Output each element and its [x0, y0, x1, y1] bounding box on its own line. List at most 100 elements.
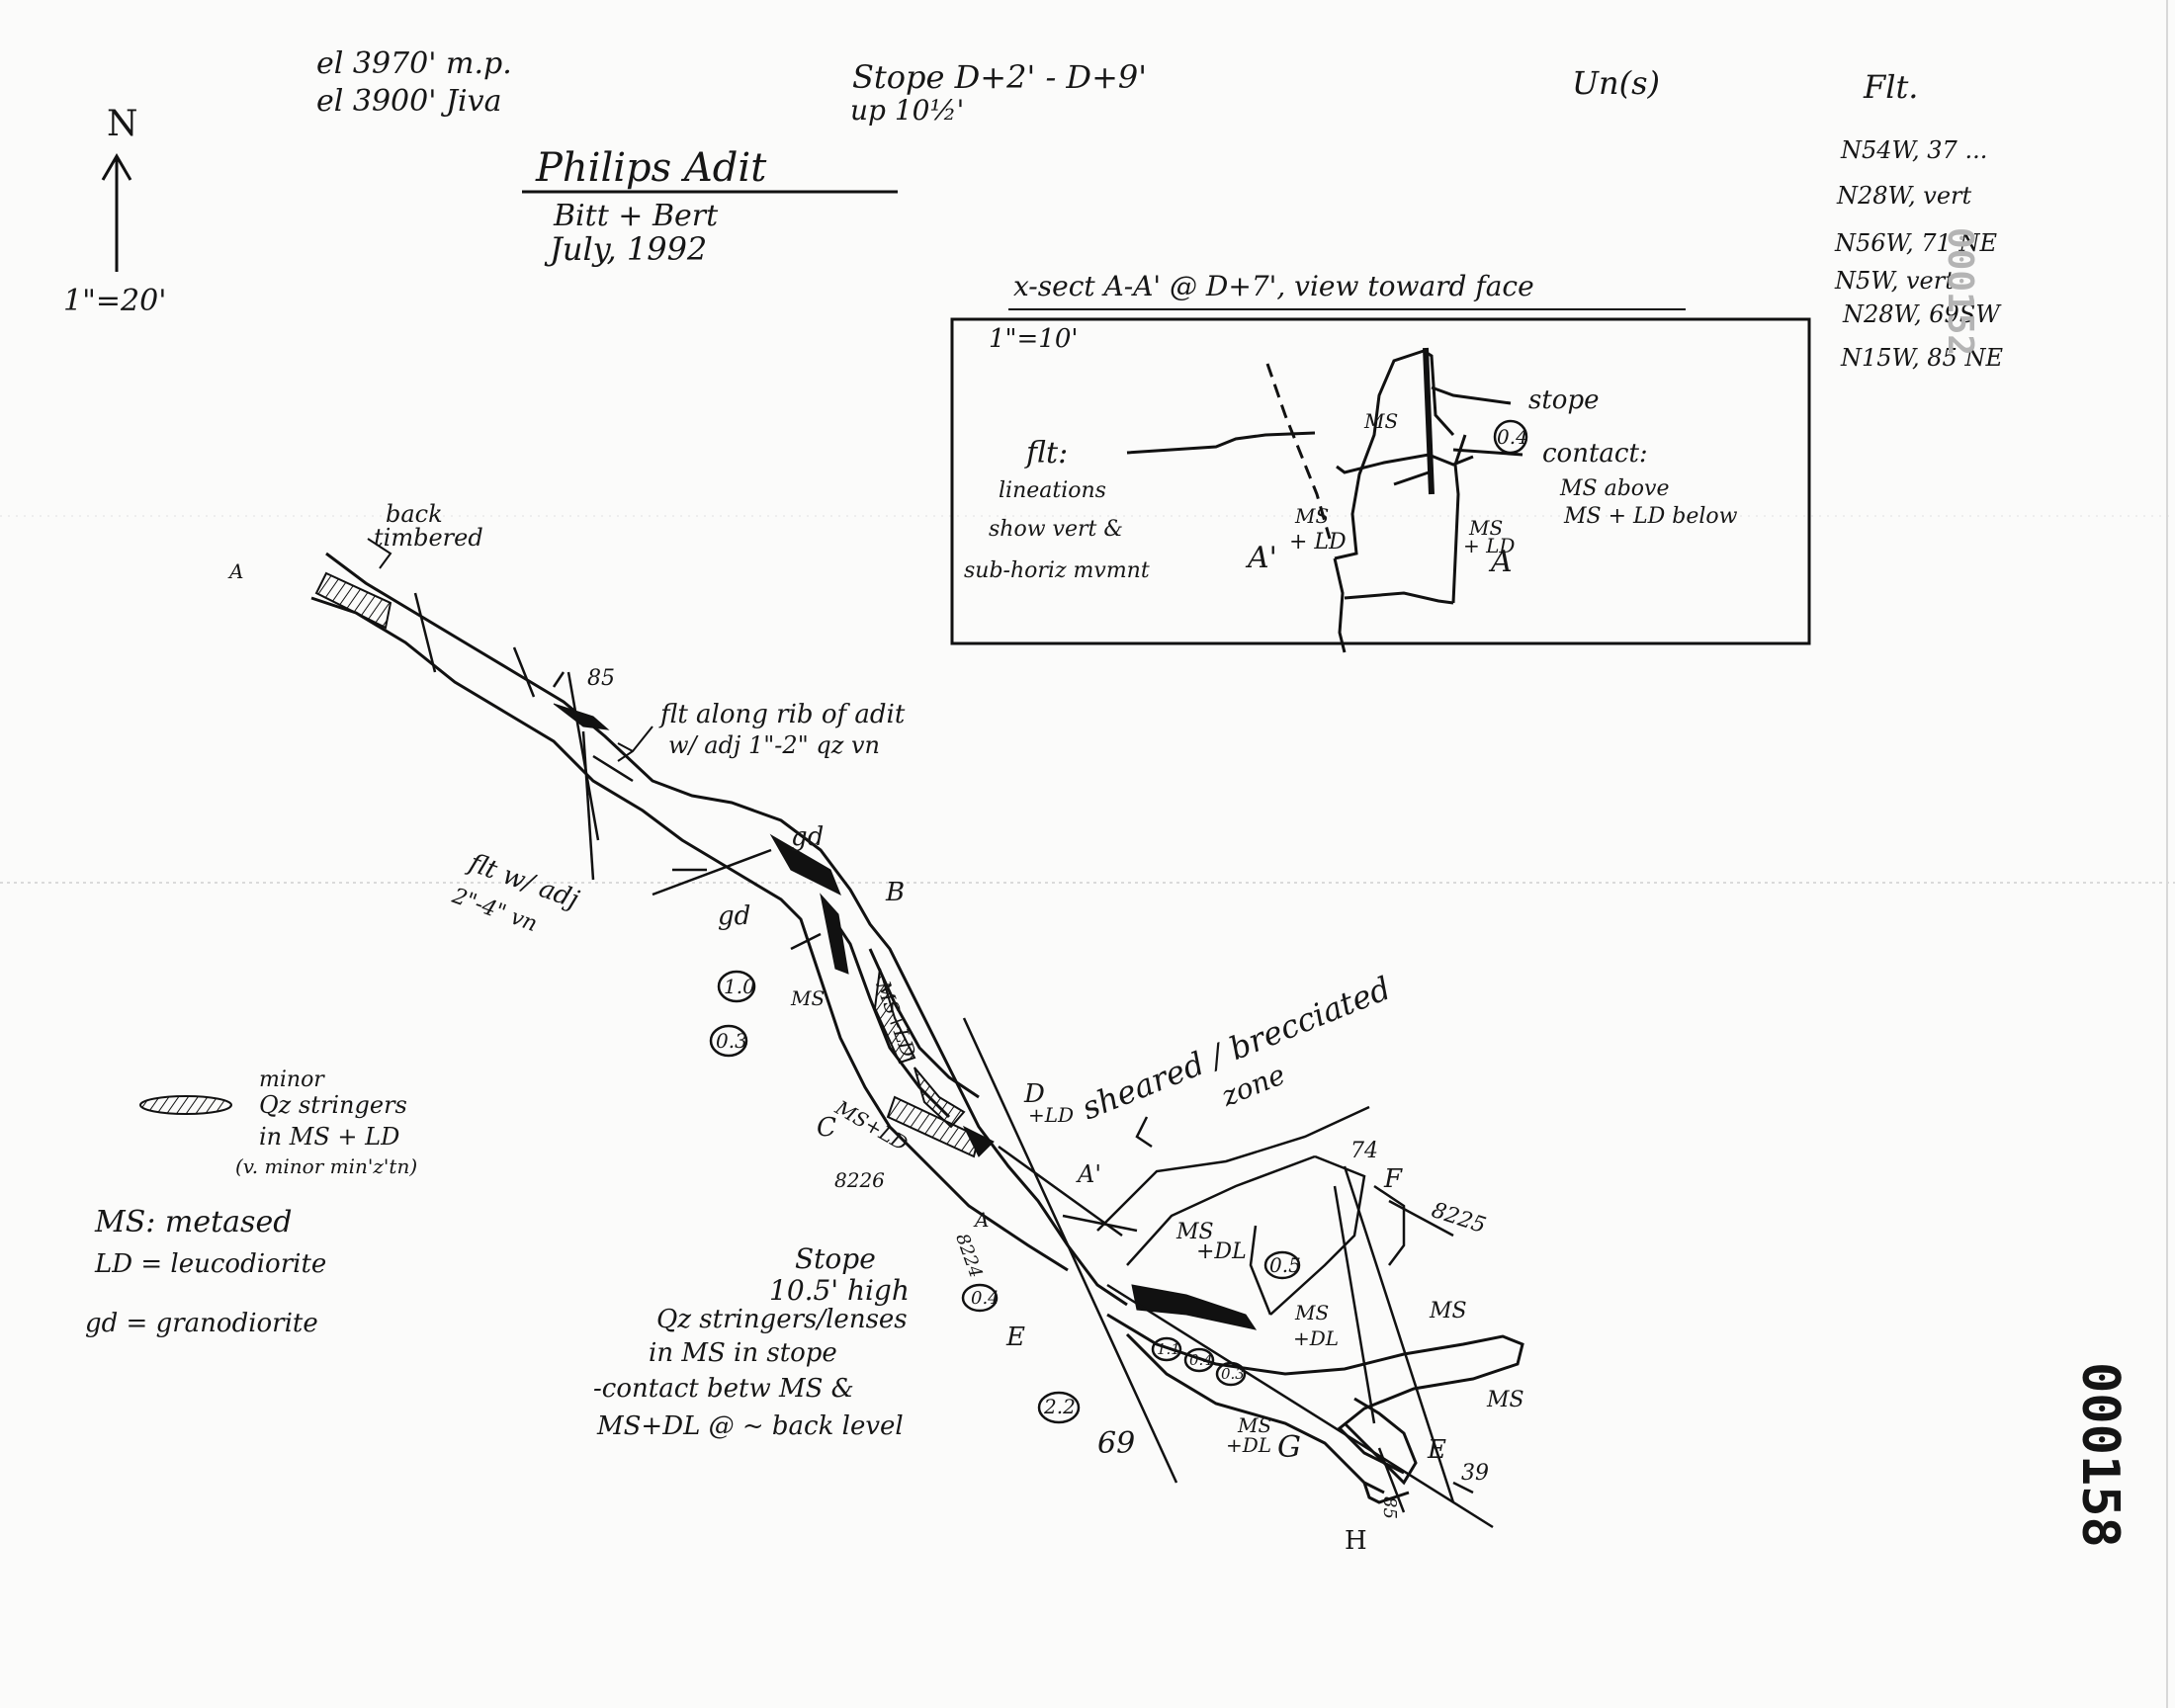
cross-section-title: x-sect A-A' @ D+7', view toward face	[1013, 270, 1534, 302]
legend-ms: MS: metased	[95, 1205, 293, 1239]
map-title: Philips Adit	[536, 145, 767, 191]
dip-label: 69	[1097, 1426, 1136, 1461]
fault-attitude: N15W, 85 NE	[1841, 344, 2003, 372]
north-arrow-icon	[101, 153, 132, 272]
structure-lines	[413, 592, 1494, 1529]
cross-section-scale: 1"=10'	[989, 324, 1079, 354]
legend-ld: LD = leucodiorite	[95, 1249, 327, 1279]
sample-value: 0.4	[971, 1288, 1000, 1309]
leader-lines	[367, 538, 653, 762]
legend-qz-text: Qz stringers	[259, 1091, 407, 1119]
cross-section-ms-ld-right: + LD	[1463, 534, 1516, 557]
ms-dl-label: +DL	[1196, 1239, 1247, 1264]
ms-label: MS	[1487, 1388, 1524, 1412]
vein-fills	[553, 703, 1258, 1330]
lineations-line: show vert &	[989, 517, 1123, 542]
cross-section-ms-ld-left: + LD	[1289, 530, 1347, 555]
cross-section-ms-ld-left: MS	[1295, 504, 1330, 528]
stope-height-label: Stope	[795, 1242, 876, 1275]
legend-qz-text: in MS + LD	[259, 1123, 400, 1151]
station-e-prime: E	[1428, 1435, 1446, 1465]
sample-value: 0.5	[1269, 1253, 1301, 1277]
station-b: B	[886, 878, 906, 907]
fault-attitude: N56W, 71 NE	[1835, 229, 1997, 257]
sample-value: 0.3	[1221, 1365, 1245, 1383]
map-authors: Bitt + Bert	[554, 199, 719, 233]
elevation-1: el 3970' m.p.	[316, 46, 512, 81]
dip-label: 39	[1461, 1461, 1489, 1486]
sample-value: 1.0	[724, 975, 755, 998]
bates-stamp-top: 000152	[1940, 227, 1980, 357]
cross-section-sample-circle	[1493, 419, 1528, 455]
north-label: N	[107, 104, 138, 144]
station-f: F	[1384, 1164, 1403, 1194]
gd-label: gd	[718, 901, 751, 931]
sheared-zone-outline	[1096, 1105, 1406, 1316]
cross-section-a-prime: A'	[1248, 541, 1277, 575]
sample-value: 0.4	[1189, 1351, 1213, 1369]
section-a-prime: A'	[1078, 1160, 1101, 1188]
section-end-a: A	[229, 559, 244, 583]
flt-rib-note: w/ adj 1"-2" qz vn	[668, 731, 881, 759]
cross-section-stope: stope	[1528, 385, 1600, 415]
map-date: July, 1992	[550, 230, 708, 268]
legend-gd: gd = granodiorite	[85, 1309, 318, 1338]
map-scale: 1"=20'	[63, 284, 167, 318]
cross-section-box	[950, 317, 1811, 645]
stope-note: in MS in stope	[649, 1338, 837, 1368]
dip-label: 85	[1379, 1496, 1400, 1519]
bates-stamp-side: 000158	[2070, 1362, 2130, 1548]
flt-label: Flt.	[1864, 68, 1919, 106]
sample-value: 1.1	[1157, 1340, 1180, 1358]
stope-note: Qz stringers/lenses	[656, 1305, 908, 1334]
stope-height-label: 10.5' high	[769, 1274, 910, 1307]
cross-section-drawing	[1126, 347, 1523, 653]
ms-dl-label: MS	[1295, 1301, 1330, 1324]
legend-qz-text: (v. minor min'z'tn)	[235, 1154, 418, 1178]
back-timbered-label: back	[386, 500, 443, 528]
d-ld-label: +LD	[1028, 1103, 1075, 1127]
station-c: C	[817, 1113, 836, 1143]
stope-note: MS+DL @ ~ back level	[597, 1411, 904, 1441]
ms-dl-label: +DL	[1226, 1433, 1272, 1457]
station-d: D	[1024, 1079, 1045, 1109]
stope-title: Stope D+2' - D+9'	[852, 58, 1148, 96]
stope-subtitle: up 10½'	[850, 94, 965, 127]
un-label: Un(s)	[1572, 64, 1660, 102]
contact-desc: MS above	[1560, 476, 1670, 501]
cross-section-contact: contact:	[1542, 439, 1648, 469]
contact-desc: MS + LD below	[1564, 504, 1738, 529]
cross-section-a: A	[1491, 545, 1513, 579]
legend-qz-text: minor	[259, 1068, 324, 1092]
section-a-mid: A	[975, 1208, 990, 1232]
ms-label: MS	[791, 986, 826, 1010]
sample-value: 2.2	[1044, 1395, 1076, 1418]
lineations-line: lineations	[999, 478, 1106, 503]
ms-dl-label: MS	[1238, 1413, 1272, 1437]
gd-label: gd	[791, 822, 825, 852]
cross-section-ms-ld-right: MS	[1469, 516, 1504, 540]
dip-label: 85	[587, 666, 615, 691]
fault-attitude: N5W, vert	[1835, 267, 1955, 295]
sample-value: 0.3	[716, 1029, 747, 1053]
fault-attitude: N28W, 69SW	[1843, 300, 2000, 328]
back-timbered-label: timbered	[374, 524, 483, 552]
sample-circles	[709, 970, 1301, 1424]
adit-walls	[310, 552, 1524, 1504]
stope-note: -contact betw MS &	[593, 1374, 854, 1404]
station-h: H	[1345, 1526, 1367, 1556]
sample-id: 8226	[834, 1168, 885, 1192]
cross-section-sample: 0.4	[1497, 425, 1528, 449]
station-g: G	[1277, 1430, 1301, 1465]
fault-attitude: N28W, vert	[1837, 182, 1972, 210]
lineations-line: sub-horiz mvmnt	[964, 558, 1150, 583]
dip-label: 74	[1350, 1139, 1378, 1163]
fault-attitude: N54W, 37 ...	[1841, 136, 1988, 164]
elevation-2: el 3900' Jiva	[316, 84, 502, 119]
dip-ticks	[552, 671, 1474, 1513]
qz-stringer-hatches	[139, 571, 981, 1158]
flt-rib-note: flt along rib of adit	[660, 700, 906, 729]
cross-section-flt: flt:	[1026, 436, 1069, 470]
